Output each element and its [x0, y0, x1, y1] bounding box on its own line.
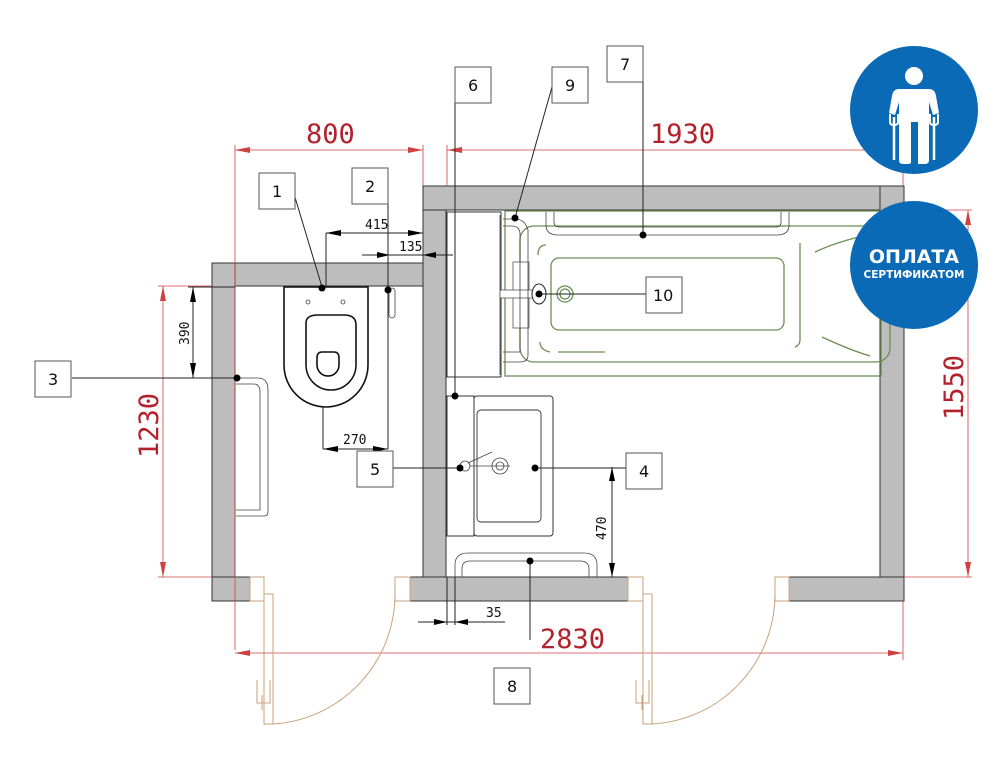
- svg-text:2: 2: [365, 177, 375, 196]
- dim-2830: 2830: [540, 624, 605, 655]
- accessibility-badge: [850, 46, 978, 174]
- wall-bottom-right: [788, 576, 905, 602]
- callout-8: 8: [493, 667, 531, 705]
- callout-9: 9: [551, 66, 589, 104]
- callout-5: 5: [356, 450, 394, 488]
- wall-partition: [422, 185, 447, 602]
- dim-1930: 1930: [650, 119, 715, 150]
- svg-text:5: 5: [370, 460, 380, 479]
- red-dimensions: 800 1930 2830 1230 1550: [134, 119, 972, 660]
- callout-7: 7: [606, 45, 644, 83]
- callout-2: 2: [351, 167, 389, 205]
- doors: [249, 576, 790, 725]
- bath-grab-bar: [545, 212, 790, 236]
- svg-text:3: 3: [48, 370, 58, 389]
- wall-grab-bar: [236, 377, 269, 517]
- svg-text:4: 4: [639, 462, 649, 481]
- wall-left-bottom-stub: [211, 576, 251, 602]
- svg-text:7: 7: [620, 55, 630, 74]
- hygienic-shower: [388, 287, 396, 319]
- dim-470: 470: [595, 517, 610, 540]
- svg-text:1: 1: [272, 182, 282, 201]
- dim-1230: 1230: [134, 393, 165, 458]
- svg-text:6: 6: [468, 76, 478, 95]
- svg-text:10: 10: [653, 286, 673, 305]
- dim-800: 800: [306, 119, 355, 150]
- svg-text:9: 9: [565, 76, 575, 95]
- black-dimensions: 415 135 390 270 470 35: [178, 185, 615, 625]
- callout-1: 1: [258, 172, 296, 210]
- payment-badge-line1: ОПЛАТА: [869, 246, 959, 268]
- wall-left-side: [211, 262, 236, 602]
- wall-left-top: [211, 262, 449, 287]
- cabinet: [446, 211, 502, 378]
- callout-10: 10: [645, 276, 683, 314]
- wall-bottom-middle: [409, 576, 629, 602]
- payment-badge-line2: СЕРТИФИКАТОМ: [864, 269, 965, 281]
- callout-6: 6: [454, 66, 492, 104]
- wall-right-top: [422, 185, 905, 211]
- dim-35: 35: [486, 606, 502, 621]
- dim-270: 270: [343, 433, 366, 448]
- callout-4: 4: [625, 452, 663, 490]
- person-with-crutches-icon: [889, 67, 939, 164]
- toilet: [283, 286, 369, 408]
- walls: [211, 185, 905, 602]
- dim-390: 390: [178, 322, 193, 345]
- callout-3: 3: [34, 360, 72, 398]
- dim-135: 135: [399, 240, 422, 255]
- payment-badge: ОПЛАТА СЕРТИФИКАТОМ: [850, 201, 978, 329]
- sink-grab-bar: [454, 552, 598, 577]
- dim-415: 415: [365, 218, 388, 233]
- svg-text:8: 8: [507, 677, 517, 696]
- dim-1550: 1550: [939, 355, 970, 420]
